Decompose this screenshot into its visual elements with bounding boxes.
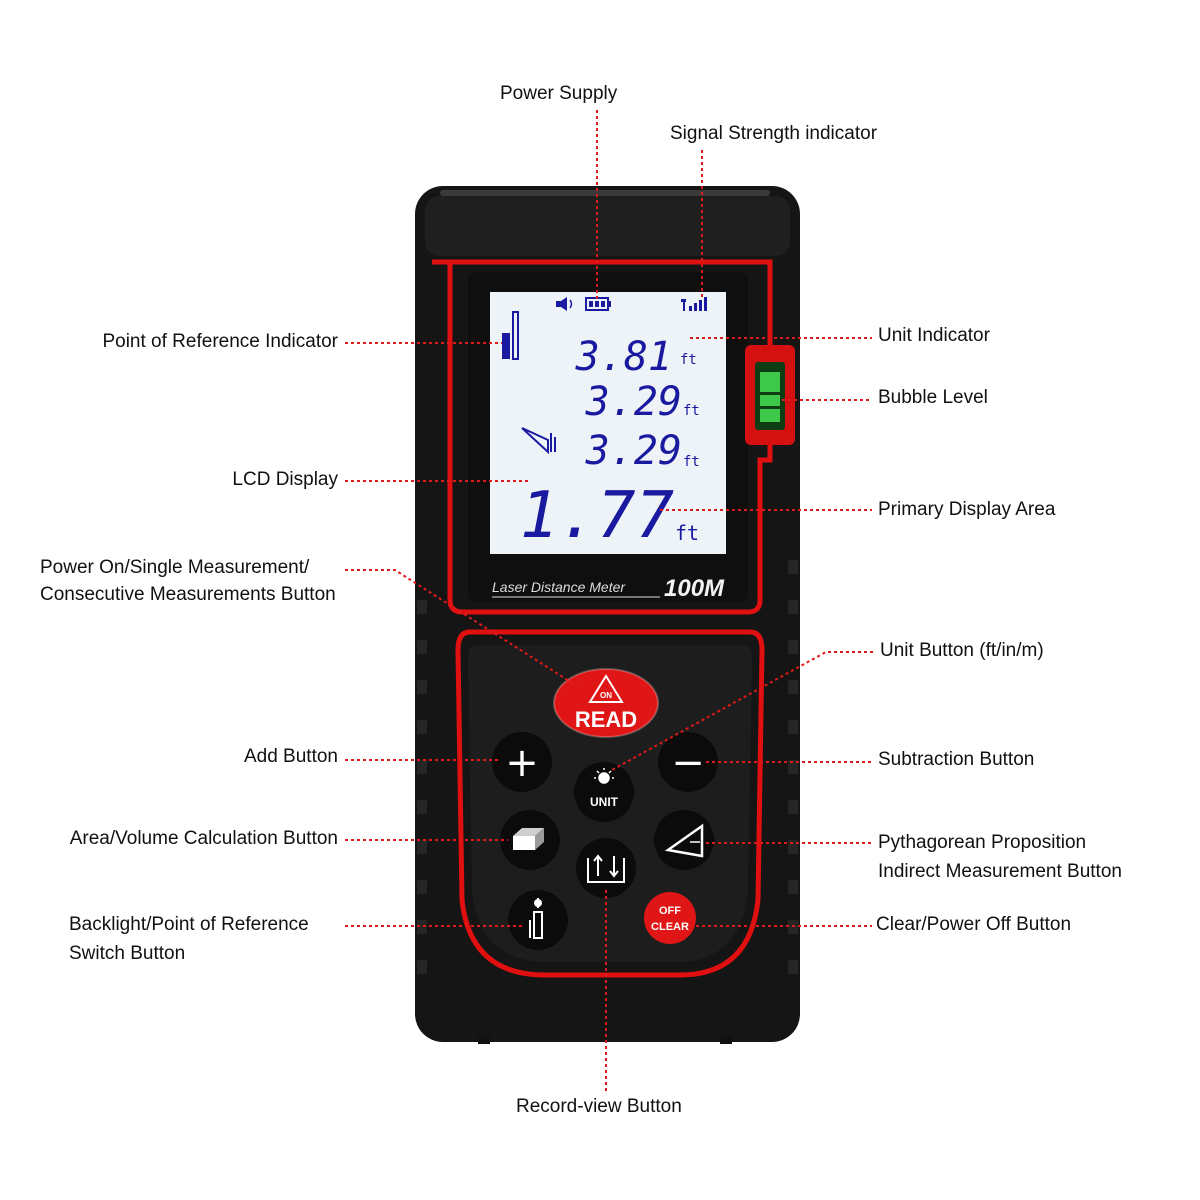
unit-button[interactable]: UNIT xyxy=(574,762,634,822)
callout-point-of-reference: Point of Reference Indicator xyxy=(102,331,338,352)
record-icon xyxy=(587,854,625,883)
unit-button-label: UNIT xyxy=(590,795,619,809)
bubble-level xyxy=(745,345,795,445)
lcd-primary-value: 1.77 xyxy=(520,479,674,553)
bulb-icon xyxy=(594,768,614,784)
red-trim xyxy=(432,259,773,615)
lcd-line1-unit: ft xyxy=(680,352,697,368)
reference-icon xyxy=(502,311,519,360)
callout-power-on-line2: Consecutive Measurements Button xyxy=(40,584,336,605)
lcd-line2-value: 3.29 xyxy=(585,379,682,425)
keypad-trim xyxy=(455,629,765,978)
callout-record-view: Record-view Button xyxy=(516,1096,682,1117)
read-button-label: READ xyxy=(575,707,637,732)
area-volume-button[interactable] xyxy=(500,810,560,870)
callout-lcd-display: LCD Display xyxy=(232,469,338,490)
lcd-screen: 3.81 ft 3.29 ft 3.29 ft 1.77 ft xyxy=(490,292,726,554)
callout-backlight-line1: Backlight/Point of Reference xyxy=(69,914,309,935)
speaker-icon xyxy=(556,297,573,311)
lcd-line1-value: 3.81 xyxy=(575,334,672,380)
signal-icon xyxy=(681,297,707,311)
callout-clear-power-off: Clear/Power Off Button xyxy=(876,914,1072,935)
model-strip-label: Laser Distance Meter xyxy=(492,579,626,595)
callout-add-button: Add Button xyxy=(243,746,338,767)
callout-primary-display: Primary Display Area xyxy=(878,499,1056,520)
callout-backlight-line2: Switch Button xyxy=(69,943,186,964)
read-button[interactable]: ON READ xyxy=(553,668,659,738)
backlight-reference-button[interactable] xyxy=(508,890,568,950)
backlight-icon xyxy=(529,898,543,939)
callout-unit-indicator: Unit Indicator xyxy=(878,325,990,346)
leader-lines xyxy=(345,110,873,1092)
callout-power-supply: Power Supply xyxy=(500,83,618,104)
callout-pythagorean-line2: Indirect Measurement Button xyxy=(878,861,1122,882)
pythagorean-button[interactable] xyxy=(654,810,714,870)
lcd-line3-value: 3.29 xyxy=(585,428,682,474)
subtract-button[interactable]: − xyxy=(658,732,718,792)
area-icon xyxy=(513,828,544,850)
callout-unit-button: Unit Button (ft/in/m) xyxy=(880,640,1044,661)
callout-pythagorean-line1: Pythagorean Proposition xyxy=(878,832,1087,853)
lcd-line3-unit: ft xyxy=(683,454,700,470)
read-button-top-label: ON xyxy=(600,691,612,700)
pythagorean-icon xyxy=(521,427,556,455)
range-badge: 100M xyxy=(664,575,725,602)
callout-power-on-line1: Power On/Single Measurement/ xyxy=(40,557,310,578)
lcd-line2-unit: ft xyxy=(683,403,700,419)
pythagorean-icon xyxy=(664,823,704,858)
callout-bubble-level: Bubble Level xyxy=(878,387,988,408)
leader-power-on xyxy=(345,569,581,689)
record-view-button[interactable] xyxy=(576,838,636,898)
callout-area-volume: Area/Volume Calculation Button xyxy=(69,828,338,849)
warning-triangle-icon xyxy=(588,674,624,703)
lcd-primary-unit: ft xyxy=(675,521,699,545)
off-clear-top-label: OFF xyxy=(659,905,681,917)
plus-icon: + xyxy=(505,740,539,786)
callout-signal-strength: Signal Strength indicator xyxy=(670,123,878,144)
add-button[interactable]: + xyxy=(492,732,552,792)
off-clear-button[interactable]: OFF CLEAR xyxy=(644,892,696,944)
minus-icon: − xyxy=(671,740,705,786)
callout-subtraction-button: Subtraction Button xyxy=(878,749,1035,770)
off-clear-bottom-label: CLEAR xyxy=(651,921,689,933)
